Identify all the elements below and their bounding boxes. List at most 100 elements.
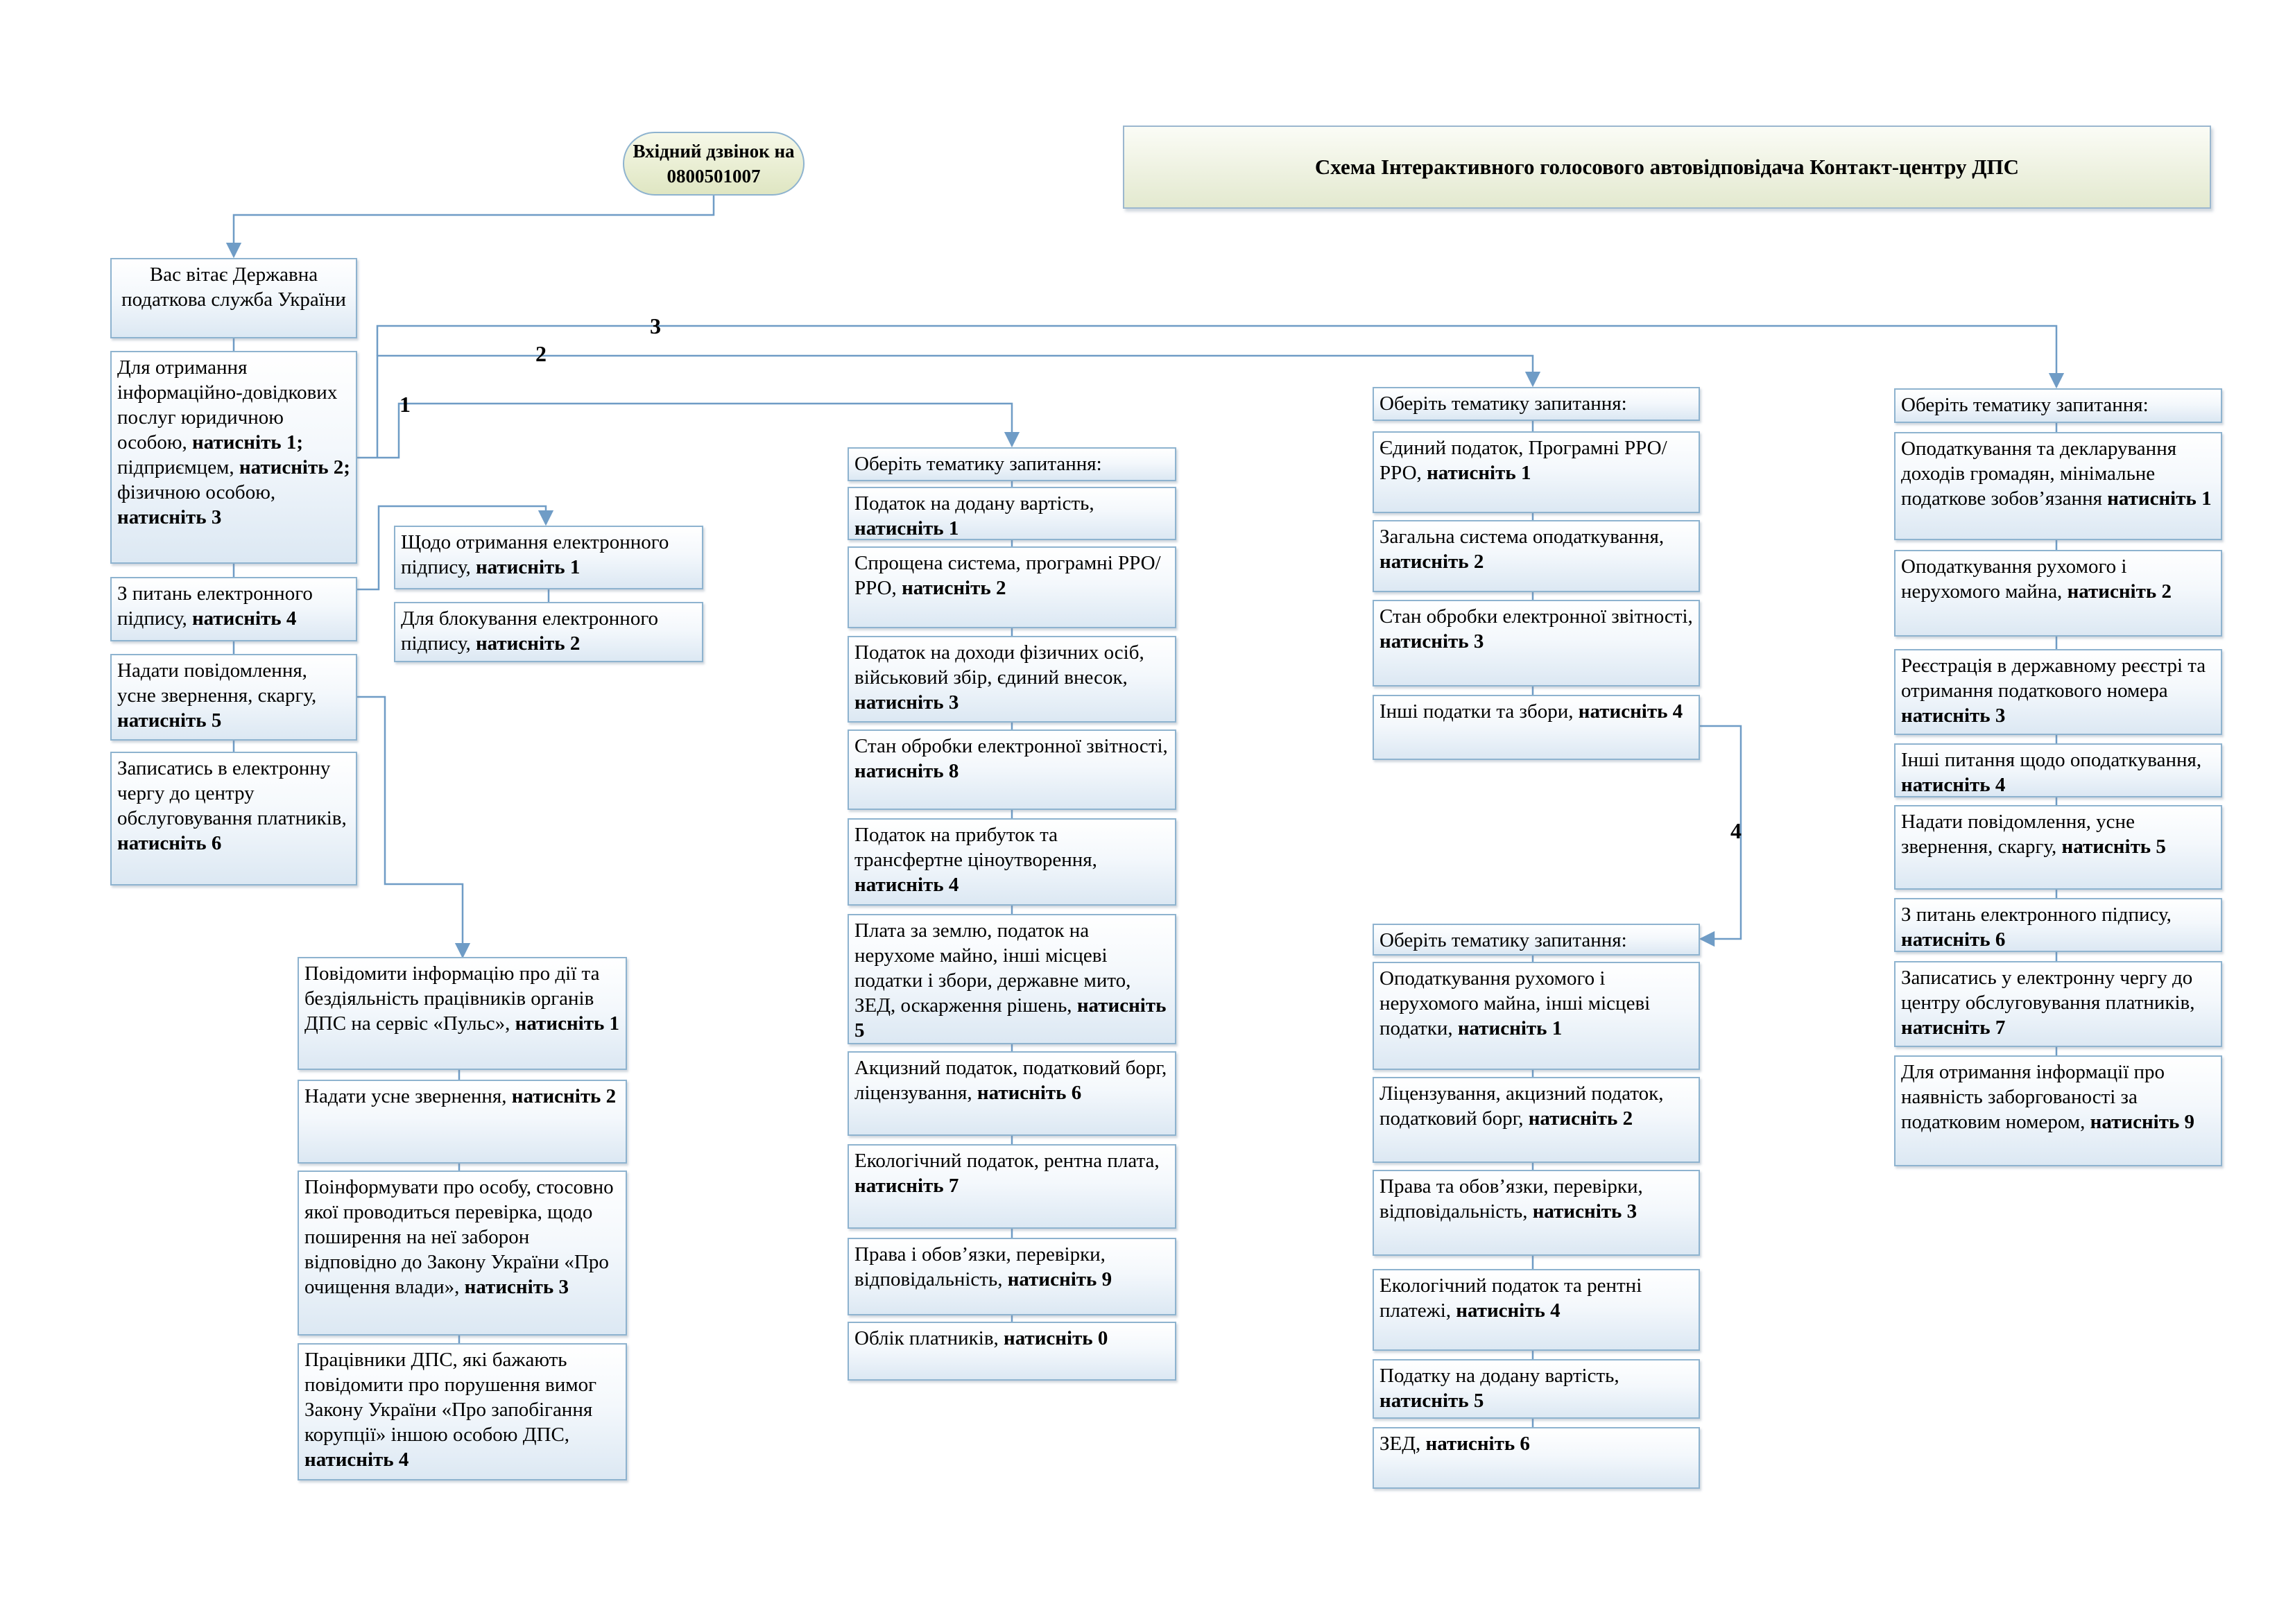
header-text: Оберіть тематику запитання: [1379, 392, 1627, 415]
col2b-option: Оподаткування рухомого і нерухомого майн… [1373, 962, 1700, 1070]
complaint-option-3: Поінформувати про особу, стосовно якої п… [298, 1171, 627, 1336]
option-text: Оподаткування та декларування доходів гр… [1901, 438, 2177, 510]
option-key: натисніть 9 [2090, 1111, 2195, 1133]
col3-option: Оподаткування рухомого і нерухомого майн… [1894, 550, 2222, 637]
option-text: ЗЕД, [1379, 1433, 1426, 1455]
col3-option: Надати повідомлення, усне звернення, ска… [1894, 805, 2222, 890]
col2b-option: Права та обов’язки, перевірки, відповіда… [1373, 1170, 1700, 1256]
complaint-option-4: Працівники ДПС, які бажають повідомити п… [298, 1343, 627, 1480]
header-text: Оберіть тематику запитання: [1901, 394, 2149, 416]
col3-option: Для отримання інформації про наявність з… [1894, 1055, 2222, 1166]
option-key: натисніть 6 [1425, 1433, 1530, 1455]
option-text: Екологічний податок та рентні платежі, [1379, 1275, 1642, 1322]
main-menu-option-5: Надати повідомлення, усне звернення, ска… [110, 654, 357, 741]
option-key-3: натисніть 3 [117, 506, 222, 528]
col1-option: Облік платників, натисніть 0 [848, 1322, 1176, 1381]
option-text: Для отримання інформаційно-довідкових по… [117, 356, 338, 453]
option-text: Податок на додану вартість, [854, 492, 1094, 515]
esig-option-2: Для блокування електронного підпису, нат… [394, 602, 703, 662]
option-key: натисніть 4 [1901, 774, 2006, 796]
option-key: натисніть 1 [2107, 487, 2212, 510]
header-text: Оберіть тематику запитання: [854, 453, 1102, 475]
option-text: Стан обробки електронної звітності, [854, 735, 1168, 757]
col1-option: Податок на доходи фізичних осіб, військо… [848, 636, 1176, 723]
col2-option: Інші податки та збори, натисніть 4 [1373, 695, 1700, 760]
option-key: натисніть 3 [854, 691, 959, 714]
option-key: натисніть 2 [1528, 1107, 1633, 1130]
header-text: Оберіть тематику запитання: [1379, 929, 1627, 951]
col1-option: Спрощена система, програмні РРО/РРО, нат… [848, 546, 1176, 628]
col3-option: Оподаткування та декларування доходів гр… [1894, 432, 2222, 540]
option-key: натисніть 6 [117, 832, 222, 854]
option-key: натисніть 4 [1456, 1299, 1561, 1322]
option-text: Для блокування електронного підпису, [401, 607, 658, 655]
option-key: натисніть 2 [1379, 551, 1484, 573]
col2b-option: Ліцензування, акцизний податок, податков… [1373, 1077, 1700, 1163]
branch-number-2: 2 [535, 341, 547, 366]
main-menu-option-6: Записатись в електронну чергу до центру … [110, 752, 357, 886]
option-text: підприємцем, [117, 456, 239, 478]
col1-option: Податок на прибуток та трансфертне ціноу… [848, 818, 1176, 906]
branch-number-1: 1 [399, 392, 411, 417]
incoming-call-label: Вхідний дзвінок на [633, 141, 795, 162]
option-key: натисніть 1 [475, 556, 581, 578]
option-key: натисніть 5 [117, 709, 222, 732]
welcome-node: Вас вітає Державна податкова служба Укра… [110, 258, 357, 338]
main-menu-option-4: З питань електронного підпису, натисніть… [110, 577, 357, 641]
option-key: натисніть 2 [902, 577, 1006, 599]
option-text: З питань електронного підпису, [117, 582, 313, 630]
option-key: натисніть 3 [1379, 630, 1484, 653]
option-text: Ліцензування, акцизний податок, податков… [1379, 1082, 1664, 1130]
col2b-header: Оберіть тематику запитання: [1373, 924, 1700, 956]
col1-header: Оберіть тематику запитання: [848, 447, 1176, 481]
option-text: Єдиний податок, Програмні РРО/ РРО, [1379, 437, 1667, 484]
col2-option: Стан обробки електронної звітності, нати… [1373, 600, 1700, 686]
option-text: Податку на додану вартість, [1379, 1365, 1619, 1387]
option-key: натисніть 1 [1427, 462, 1531, 484]
col3-option: Інші питання щодо оподаткування, натисні… [1894, 743, 2222, 797]
col2-option: Загальна система оподаткування, натисніт… [1373, 520, 1700, 592]
col3-option: Реєстрація в державному реєстрі та отрим… [1894, 649, 2222, 735]
option-key: натисніть 7 [854, 1175, 959, 1197]
option-key: натисніть 2 [475, 632, 581, 655]
option-text: Права і обов’язки, перевірки, відповідал… [854, 1243, 1106, 1290]
option-text: Працівники ДПС, які бажають повідомити п… [304, 1349, 596, 1446]
col1-option: Екологічний податок, рентна плата, натис… [848, 1144, 1176, 1229]
option-text: Записатись у електронну чергу до центру … [1901, 967, 2195, 1014]
col3-option: З питань електронного підпису, натисніть… [1894, 898, 2222, 952]
option-text: Податок на доходи фізичних осіб, військо… [854, 641, 1144, 689]
option-key: натисніть 0 [1004, 1327, 1108, 1349]
option-key: натисніть 4 [854, 874, 959, 896]
option-key: натисніть 3 [1901, 705, 2006, 727]
option-text: Інші податки та збори, [1379, 700, 1579, 723]
complaint-option-1: Повідомити інформацію про дії та бездіял… [298, 957, 627, 1070]
option-text: Спрощена система, програмні РРО/РРО, [854, 552, 1161, 599]
option-text: Реєстрація в державному реєстрі та отрим… [1901, 655, 2206, 702]
col1-option: Акцизний податок, податковий борг, ліцен… [848, 1051, 1176, 1136]
col3-option: Записатись у електронну чергу до центру … [1894, 961, 2222, 1047]
option-text: Права та обов’язки, перевірки, відповіда… [1379, 1175, 1643, 1223]
option-key: натисніть 1 [854, 517, 959, 539]
option-text: Плата за землю, податок на нерухоме майн… [854, 919, 1131, 1017]
option-text: Стан обробки електронної звітності, [1379, 605, 1693, 628]
option-key: натисніть 6 [977, 1082, 1082, 1104]
option-key: натисніть 2 [2067, 580, 2172, 603]
option-key: натисніть 9 [1007, 1268, 1112, 1290]
option-text: Надати усне звернення, [304, 1085, 512, 1107]
option-key: натисніть 6 [1901, 928, 2006, 951]
option-text: Поінформувати про особу, стосовно якої п… [304, 1176, 614, 1298]
option-text: Для отримання інформації про наявність з… [1901, 1061, 2165, 1133]
option-key: натисніть 5 [854, 994, 1167, 1042]
diagram-title: Схема Інтерактивного голосового автовідп… [1123, 126, 2211, 209]
col2-header: Оберіть тематику запитання: [1373, 387, 1700, 421]
option-key: натисніть 4 [304, 1449, 409, 1471]
esig-option-1: Щодо отримання електронного підпису, нат… [394, 526, 703, 589]
option-text: Оподаткування рухомого і нерухомого майн… [1901, 555, 2127, 603]
option-text: Оподаткування рухомого і нерухомого майн… [1379, 967, 1651, 1039]
option-text: Інші питання щодо оподаткування, [1901, 749, 2202, 771]
welcome-text: Вас вітає Державна податкова служба Укра… [121, 264, 346, 311]
option-text: Щодо отримання електронного підпису, [401, 531, 669, 578]
col3-header: Оберіть тематику запитання: [1894, 388, 2222, 423]
col2b-option: Екологічний податок та рентні платежі, н… [1373, 1269, 1700, 1351]
option-key: натисніть 1 [1457, 1017, 1563, 1039]
